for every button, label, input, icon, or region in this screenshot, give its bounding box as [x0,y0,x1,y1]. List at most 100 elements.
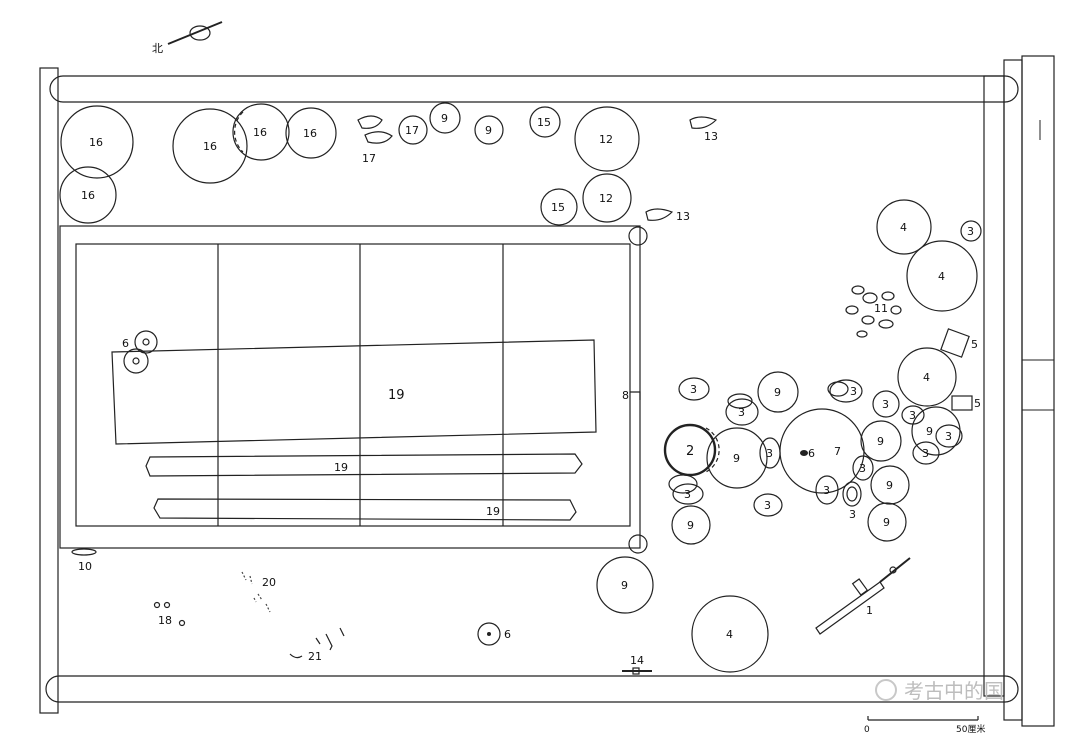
label-3: 3 [823,484,830,497]
ring-6-bottom [477,622,501,646]
item-13-top [689,116,718,129]
label-16: 16 [203,140,217,153]
label-4: 4 [923,371,930,384]
label-20: 20 [262,576,276,589]
vessel-12-top [574,106,640,172]
label-9: 9 [621,579,628,592]
label-4: 4 [900,221,907,234]
label-16: 16 [81,189,95,202]
label-3: 3 [684,488,691,501]
label-13: 13 [676,210,690,223]
label-9: 9 [926,425,933,438]
label-11: 11 [874,302,888,315]
vessel-7 [779,408,865,494]
label-19: 19 [334,461,348,474]
vessel-15-lower [540,188,578,226]
label-14: 14 [630,654,644,667]
vessel-3-d [829,379,863,403]
item-11-cluster [845,285,902,338]
scale-bar: 0 50厘米 [864,716,985,735]
plank-19-strip-b [153,498,577,521]
label-16: 16 [253,126,267,139]
label-12: 12 [599,133,613,146]
label-4: 4 [726,628,733,641]
vessel-9-mid-c [860,420,902,462]
item-10 [71,548,97,556]
item-18 [153,601,186,627]
vessel-3-g [935,424,963,448]
label-19: 19 [486,505,500,518]
label-17: 17 [405,124,419,137]
north-arrow-icon: 北 [152,21,223,55]
label-1: 1 [866,604,873,617]
item-17-fragments [357,115,428,145]
label-5: 5 [971,338,978,351]
outer-chamber-walls [39,55,1055,727]
vessel-3-h [912,441,940,465]
label-3: 3 [945,430,952,443]
label-9: 9 [886,479,893,492]
label-9: 9 [441,112,448,125]
label-21: 21 [308,650,322,663]
label-3: 3 [766,447,773,460]
ring-6-mid [800,450,808,456]
label-6: 6 [504,628,511,641]
item-5-b [951,395,973,411]
vessel-9-top-a [429,102,461,134]
vessel-4-d [691,595,769,673]
vessel-3-l [668,474,698,494]
item-14 [622,667,652,675]
label-layer: 16 16 16 16 16 17 17 9 9 15 15 12 12 13 … [78,112,981,667]
label-3: 3 [690,383,697,396]
vessel-12-lower [582,173,632,223]
vessel-3-b [725,398,759,426]
item-13-lower [645,208,674,221]
label-9: 9 [877,435,884,448]
plank-19-main [111,339,597,445]
vessel-9-low-b [867,502,907,542]
vessel-3-a [678,377,710,401]
label-4: 4 [938,270,945,283]
svg-text:北: 北 [152,42,163,55]
watermark: 考古中的国 [875,679,1004,703]
vessel-9-right [911,406,961,456]
vessel-4-b [906,240,978,312]
vessel-9-mid-b [706,427,768,489]
label-9: 9 [774,386,781,399]
watermark-text: 考古中的国 [904,679,1004,703]
label-9: 9 [687,519,694,532]
wechat-icon [875,679,897,701]
vessel-3-l-b [672,483,704,505]
label-3: 3 [738,406,745,419]
label-9: 9 [733,452,740,465]
item-20 [241,571,271,613]
label-3: 3 [764,499,771,512]
vessel-3-i [852,455,874,481]
scale-zero: 0 [864,725,870,735]
plank-19-strip-a [145,453,583,477]
label-3: 3 [850,385,857,398]
vessel-3-b-lid [727,393,753,409]
label-17: 17 [362,152,376,165]
label-3: 3 [909,409,916,422]
label-3: 3 [967,225,974,238]
label-6: 6 [122,337,129,350]
ring-6-left [123,330,158,374]
label-15: 15 [551,201,565,214]
label-9: 9 [883,516,890,529]
vessel-9-mid-a [757,371,799,413]
vessel-4-a [876,199,932,255]
label-2: 2 [686,444,694,459]
vessel-9-low-c [596,556,654,614]
vessels-16 [59,103,337,224]
label-7: 7 [834,445,841,458]
vessel-9-mid-d [870,465,910,505]
label-6: 6 [808,447,815,460]
vessel-3-m [753,493,783,517]
item-1-weapon [815,557,911,635]
label-15: 15 [537,116,551,129]
vessel-3-e [872,390,900,418]
label-3: 3 [849,508,856,521]
label-18: 18 [158,614,172,627]
